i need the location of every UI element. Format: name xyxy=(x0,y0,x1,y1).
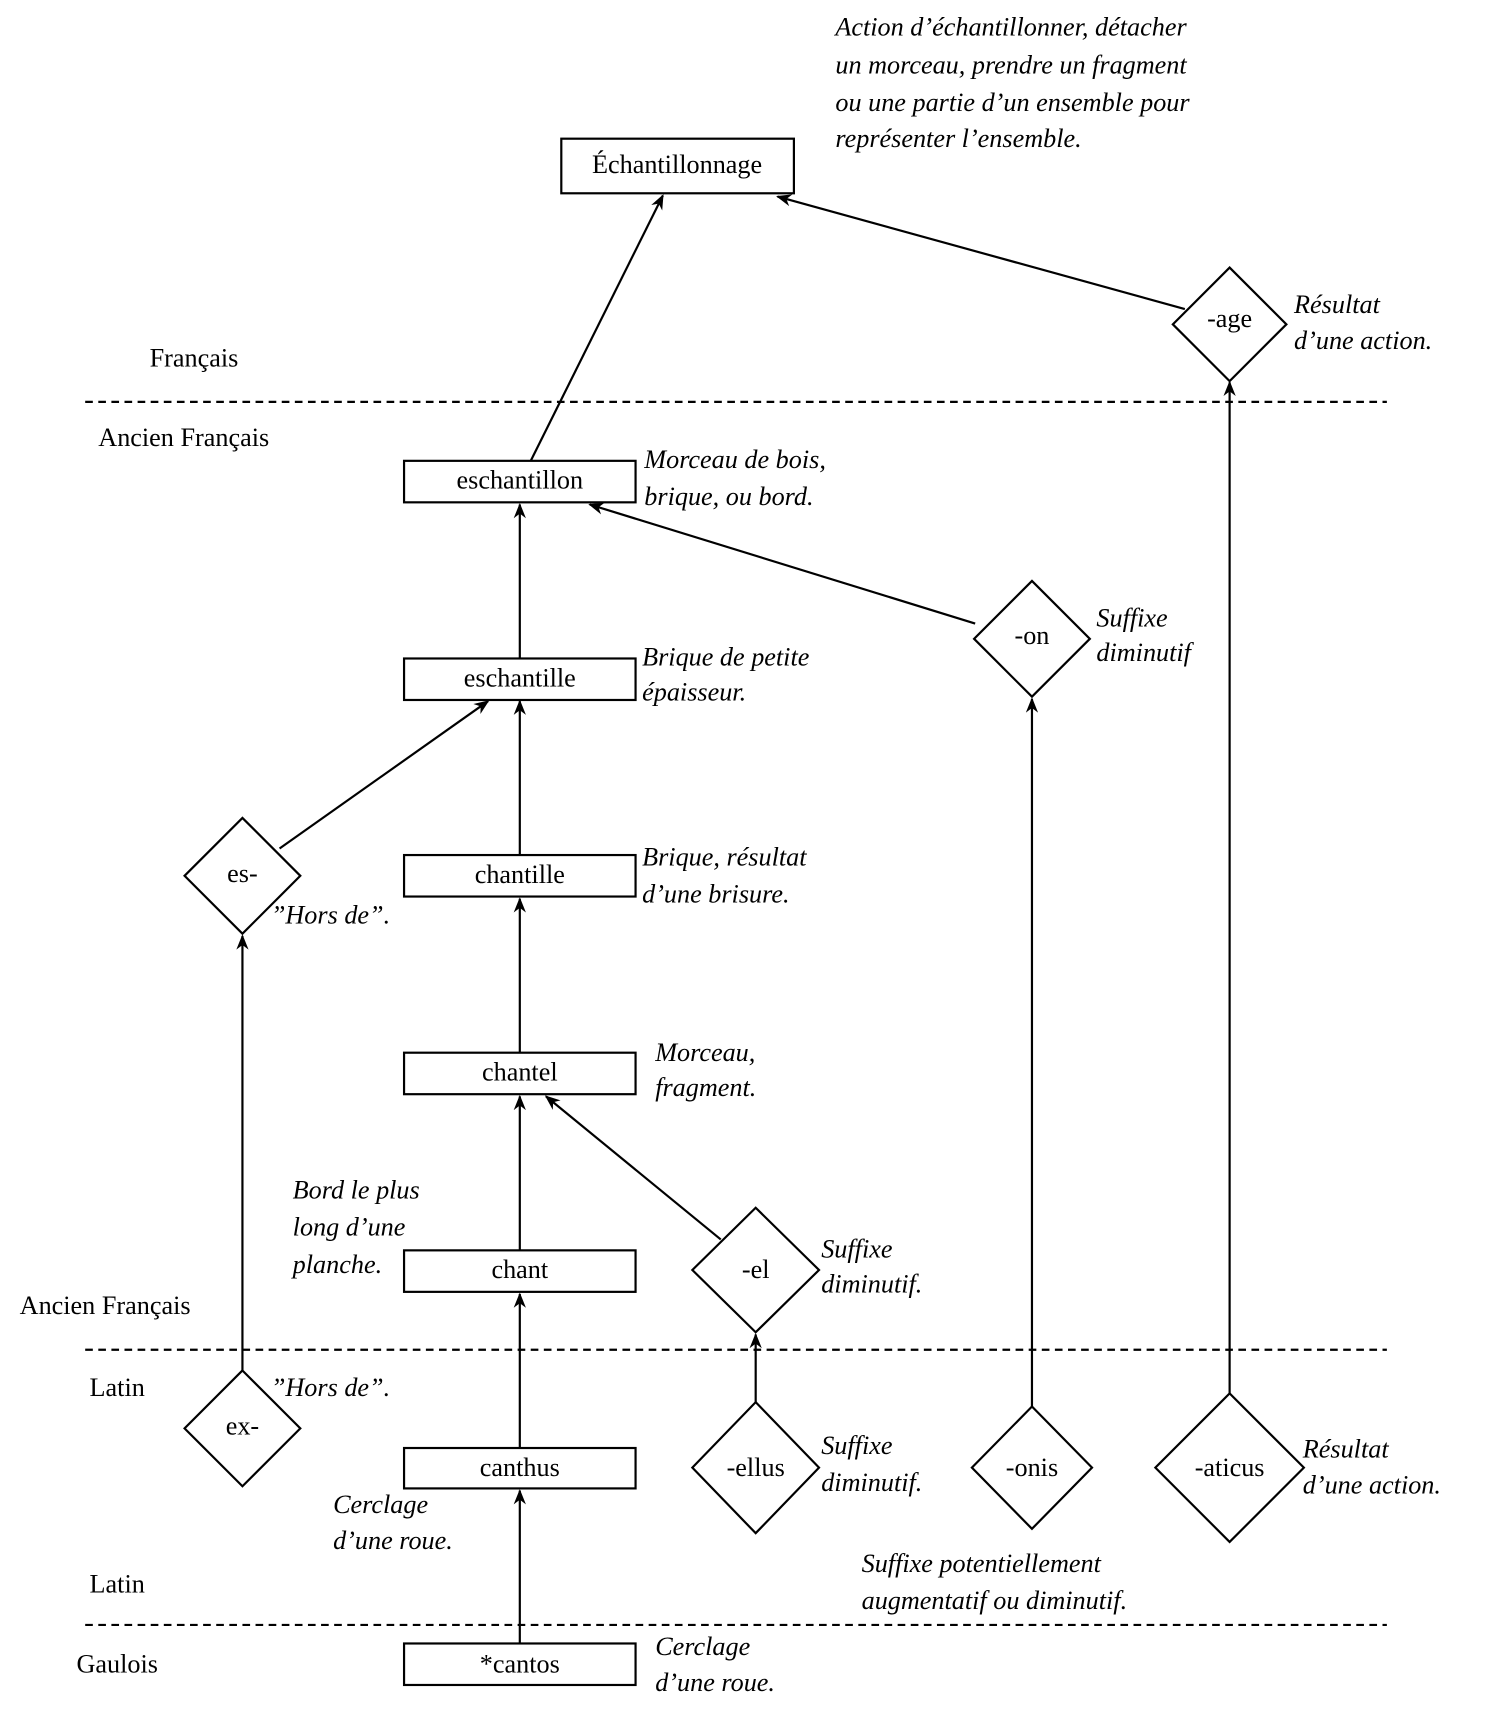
period-latin-bottom: Latin xyxy=(90,1570,145,1599)
node-label: chantel xyxy=(482,1058,558,1087)
node-label: es- xyxy=(227,859,258,888)
node-es: es- xyxy=(183,816,302,936)
annotation-line: un morceau, prendre un fragment xyxy=(835,51,1187,80)
note-eschantille: Brique de petite épaisseur. xyxy=(642,643,810,707)
annotation-line: Suffixe xyxy=(1096,603,1168,632)
node-ellus: -ellus xyxy=(690,1400,821,1535)
note-canthus: Cerclage d’une roue. xyxy=(333,1490,453,1555)
annotation-line: Cerclage xyxy=(655,1632,750,1661)
annotation-line: Morceau de bois, xyxy=(643,445,826,474)
note-chantel: Morceau, fragment. xyxy=(654,1038,756,1102)
annotation-line: Bord le plus xyxy=(293,1175,420,1204)
node-label: canthus xyxy=(480,1453,560,1482)
annotation-line: Résultat xyxy=(1293,290,1381,319)
node-eschantillon: eschantillon xyxy=(402,459,637,504)
annotation-line: Brique de petite xyxy=(642,643,810,672)
annotation-line: fragment. xyxy=(655,1073,756,1102)
note-echantillonnage: Action d’échantillonner, détacher un mor… xyxy=(833,12,1190,152)
note-eschantillon: Morceau de bois, brique, ou bord. xyxy=(643,445,826,511)
node-cantos: *cantos xyxy=(402,1642,637,1687)
annotation-line: brique, ou bord. xyxy=(644,482,813,511)
annotation-line: augmentatif ou diminutif. xyxy=(862,1586,1128,1615)
period-francais: Français xyxy=(150,343,239,372)
node-label: Échantillonnage xyxy=(592,150,762,179)
node-chantille: chantille xyxy=(402,853,637,898)
node-canthus: canthus xyxy=(402,1446,637,1490)
annotation-line: d’une brisure. xyxy=(642,880,789,909)
note-ex: ”Hors de”. xyxy=(271,1373,390,1402)
note-aticus: Résultat d’une action. xyxy=(1302,1434,1441,1499)
annotation-line: Brique, résultat xyxy=(642,842,807,871)
annotation-line: diminutif. xyxy=(821,1269,922,1298)
node-label: -age xyxy=(1207,304,1252,333)
annotation-line: représenter l’ensemble. xyxy=(835,124,1081,153)
annotation-line: d’une roue. xyxy=(333,1526,453,1555)
node-label: -on xyxy=(1015,621,1050,650)
period-ancien-francais-bottom: Ancien Français xyxy=(20,1291,191,1320)
node-aticus: -aticus xyxy=(1153,1391,1306,1544)
node-age: -age xyxy=(1171,265,1288,383)
note-es: ”Hors de”. xyxy=(271,900,390,929)
annotation-line: ou une partie d’un ensemble pour xyxy=(835,88,1190,117)
node-label: eschantille xyxy=(464,663,576,692)
node-chantel: chantel xyxy=(402,1051,637,1096)
annotation-line: d’une action. xyxy=(1294,326,1432,355)
note-age: Résultat d’une action. xyxy=(1293,290,1432,355)
annotation-line: diminutif. xyxy=(821,1468,922,1497)
node-label: ex- xyxy=(226,1411,259,1440)
node-label: -aticus xyxy=(1195,1453,1265,1482)
node-label: -el xyxy=(742,1255,770,1284)
node-on: -on xyxy=(972,579,1092,699)
node-label: chant xyxy=(491,1255,548,1284)
annotation-line: Morceau, xyxy=(654,1038,755,1067)
node-echantillonnage: Échantillonnage xyxy=(560,137,795,195)
edge-age-echantillonnage xyxy=(776,194,1186,311)
annotation-line: Suffixe potentiellement xyxy=(862,1549,1102,1578)
annotation-line: épaisseur. xyxy=(642,678,746,707)
node-el: -el xyxy=(690,1206,821,1334)
edge-eschantillon-echantillonnage xyxy=(529,194,664,462)
annotation-line: Suffixe xyxy=(821,1234,893,1263)
note-chantille: Brique, résultat d’une brisure. xyxy=(642,842,807,908)
period-ancien-francais-top: Ancien Français xyxy=(98,423,269,452)
edges xyxy=(236,194,1236,1644)
node-chant: chant xyxy=(402,1249,637,1293)
annotation-line: diminutif xyxy=(1096,638,1194,667)
annotation-line: Action d’échantillonner, détacher xyxy=(833,12,1187,41)
edge-es-eschantille xyxy=(278,700,490,850)
annotation-line: long d’une xyxy=(293,1213,406,1242)
node-onis: -onis xyxy=(970,1404,1094,1531)
node-label: *cantos xyxy=(480,1649,560,1678)
edge-on-eschantillon xyxy=(588,502,976,625)
note-el: Suffixe diminutif. xyxy=(821,1234,922,1298)
annotation-line: Cerclage xyxy=(333,1490,428,1519)
node-label: eschantillon xyxy=(457,466,584,495)
note-cantos: Cerclage d’une roue. xyxy=(655,1632,775,1697)
edge-el-chantel xyxy=(544,1095,722,1241)
note-ellus: Suffixe diminutif. xyxy=(821,1431,922,1497)
node-label: chantille xyxy=(475,860,565,889)
annotation-line: Résultat xyxy=(1302,1434,1390,1463)
node-label: -onis xyxy=(1006,1453,1058,1482)
period-latin-top: Latin xyxy=(90,1373,145,1402)
node-label: -ellus xyxy=(727,1453,785,1482)
note-on: Suffixe diminutif xyxy=(1096,603,1194,667)
node-ex: ex- xyxy=(183,1368,302,1488)
annotation-line: planche. xyxy=(291,1250,382,1279)
period-gaulois: Gaulois xyxy=(76,1649,157,1678)
note-onis: Suffixe potentiellement augmentatif ou d… xyxy=(862,1549,1128,1615)
note-chant: Bord le plus long d’une planche. xyxy=(291,1175,420,1278)
annotation-line: Suffixe xyxy=(821,1431,893,1460)
node-eschantille: eschantille xyxy=(402,657,637,702)
annotation-line: d’une action. xyxy=(1303,1470,1441,1499)
annotation-line: d’une roue. xyxy=(655,1668,775,1697)
